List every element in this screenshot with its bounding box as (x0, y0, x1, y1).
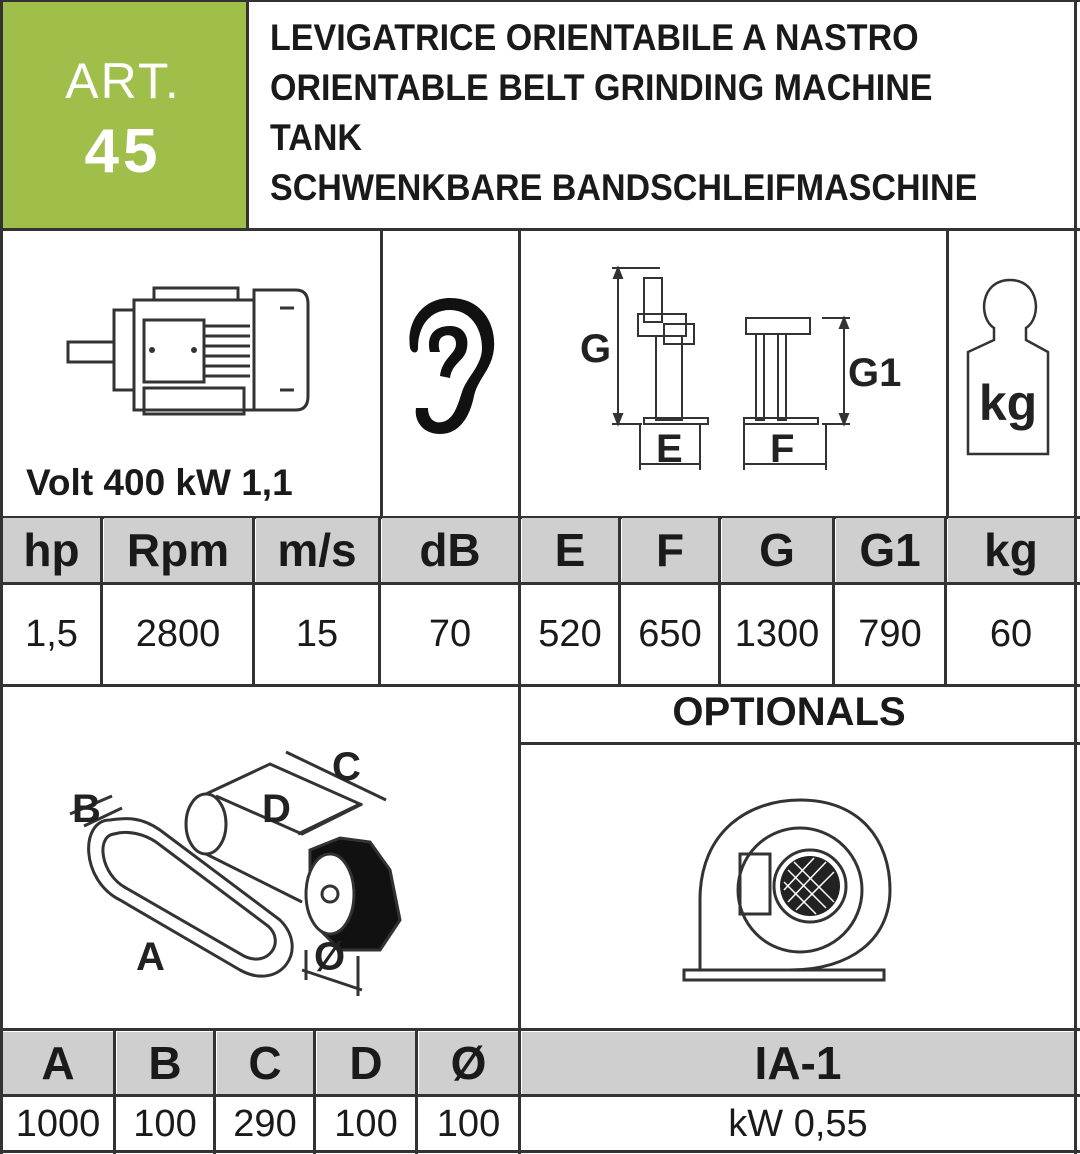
spec-value: 70 (428, 612, 472, 655)
label-a: A (136, 935, 165, 979)
divider (0, 228, 1080, 231)
divider (113, 1028, 116, 1154)
weight-label: kg (979, 375, 1037, 431)
article-label: ART. (65, 53, 181, 109)
divider (618, 516, 621, 684)
label-g1: G1 (848, 351, 901, 395)
divider (832, 516, 835, 684)
divider (718, 516, 721, 684)
article-badge (0, 0, 246, 228)
divider (246, 0, 249, 228)
spec-header: F (622, 518, 718, 582)
optional-model: IA-1 (522, 1032, 1074, 1094)
spec-value: 15 (295, 612, 339, 655)
spec-header: G (722, 518, 832, 582)
label-d: D (262, 787, 291, 831)
article-number: 45 (84, 117, 162, 186)
spec-value: 1,5 (25, 612, 78, 655)
spec-value: 650 (638, 612, 702, 655)
label-e: E (656, 427, 683, 471)
blower-icon (682, 798, 892, 982)
spec-header: m/s (256, 518, 378, 582)
title-italian: LEVIGATRICE ORIENTABILE A NASTRO (270, 17, 919, 58)
spec-value: 2800 (135, 612, 221, 655)
divider (946, 228, 949, 518)
divider (252, 516, 255, 684)
belt-spec-header: A (3, 1032, 113, 1094)
belt-spec-header: D (317, 1032, 415, 1094)
belt-spec-header: B (117, 1032, 213, 1094)
title-tank: TANK (270, 117, 363, 158)
spec-value: 790 (858, 612, 922, 655)
title-german: SCHWENKBARE BANDSCHLEIFMASCHINE (270, 167, 978, 208)
divider (0, 684, 1080, 687)
divider (944, 516, 947, 684)
belt-icon: B C D A Ø (69, 745, 402, 996)
divider (415, 1028, 418, 1154)
divider (518, 684, 521, 1030)
divider (0, 582, 1080, 585)
spec-header: E (522, 518, 618, 582)
belt-spec-value: 100 (133, 1102, 197, 1145)
belt-spec-value: 100 (436, 1102, 501, 1145)
label-g: G (580, 327, 611, 371)
divider (0, 1028, 1080, 1031)
divider (0, 1150, 1080, 1153)
label-c: C (332, 745, 361, 789)
spec-header: Rpm (104, 518, 252, 582)
divider (518, 1028, 521, 1154)
label-f: F (770, 427, 794, 471)
belt-spec-value: 1000 (15, 1102, 101, 1145)
divider (380, 228, 383, 518)
divider (520, 742, 1080, 745)
spec-value: 1300 (734, 612, 820, 655)
divider (0, 516, 1080, 519)
spec-header: G1 (836, 518, 944, 582)
belt-spec-header: C (217, 1032, 313, 1094)
divider (378, 516, 381, 684)
spec-value: 520 (538, 612, 602, 655)
belt-spec-value: 100 (334, 1102, 398, 1145)
divider (0, 1094, 1080, 1097)
spec-header: hp (3, 518, 100, 582)
label-dia: Ø (314, 935, 345, 979)
spec-header: dB (382, 518, 518, 582)
ear-icon (409, 298, 495, 434)
divider (313, 1028, 316, 1154)
motor-caption: Volt 400 kW 1,1 (26, 462, 293, 503)
machine-dimension-icon: G G1 E F (580, 265, 901, 471)
optional-power: kW 0,55 (728, 1102, 868, 1145)
spec-header: kg (948, 518, 1074, 582)
divider (0, 0, 3, 1154)
divider (1074, 0, 1077, 1154)
divider (213, 1028, 216, 1154)
divider (0, 0, 1080, 2)
divider (100, 516, 103, 684)
divider (518, 228, 521, 518)
motor-icon (66, 286, 310, 416)
belt-spec-header: Ø (419, 1032, 518, 1094)
optionals-title: OPTIONALS (672, 690, 906, 734)
title-english: ORIENTABLE BELT GRINDING MACHINE (270, 67, 933, 108)
weight-icon: kg (966, 278, 1050, 456)
divider (518, 516, 521, 684)
spec-value: 60 (989, 612, 1033, 655)
label-b: B (72, 787, 101, 831)
belt-spec-value: 290 (233, 1102, 297, 1145)
